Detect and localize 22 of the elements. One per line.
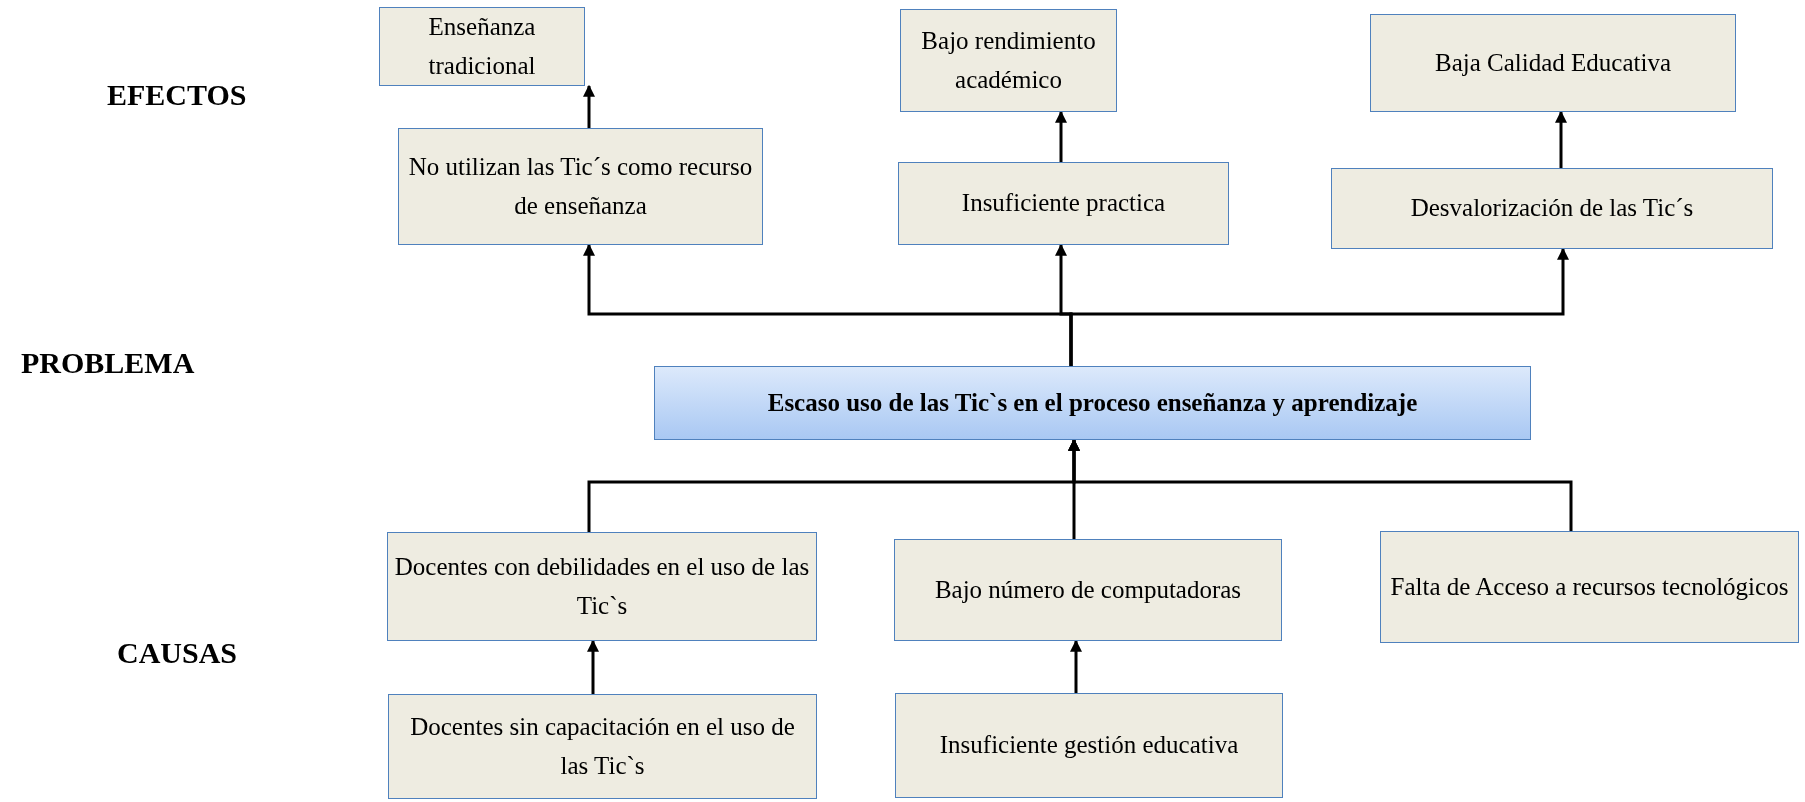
text-box: Baja Calidad Educativa xyxy=(1370,14,1736,112)
section-label: EFECTOS xyxy=(107,78,247,112)
arrow xyxy=(1055,110,1067,162)
arrow xyxy=(1069,247,1569,366)
text-box: Falta de Acceso a recursos tecnológicos xyxy=(1380,531,1799,643)
problem-box: Escaso uso de las Tic`s en el proceso enseñanza y aprendizaje xyxy=(654,366,1531,440)
text-box: Enseñanza tradicional xyxy=(379,7,585,86)
text-box: Insuficiente practica xyxy=(898,162,1229,245)
text-box: No utilizan las Tic´s como recurso de enseñanza xyxy=(398,128,763,245)
text-box: Bajo rendimiento académico xyxy=(900,9,1117,112)
arrow xyxy=(1555,110,1567,168)
arrow xyxy=(583,84,595,128)
text-box: Docentes con debilidades en el uso de las Tic`s xyxy=(387,532,817,641)
section-label: PROBLEMA xyxy=(21,346,195,380)
arrow xyxy=(587,639,599,694)
text-box: Desvalorización de las Tic´s xyxy=(1331,168,1773,249)
text-box: Bajo número de computadoras xyxy=(894,539,1282,641)
section-label: CAUSAS xyxy=(117,636,238,670)
arrow xyxy=(1070,639,1082,693)
text-box: Docentes sin capacitación en el uso de las Tic`s xyxy=(388,694,817,799)
text-box: Insuficiente gestión educativa xyxy=(895,693,1283,798)
arrow xyxy=(1068,438,1573,531)
